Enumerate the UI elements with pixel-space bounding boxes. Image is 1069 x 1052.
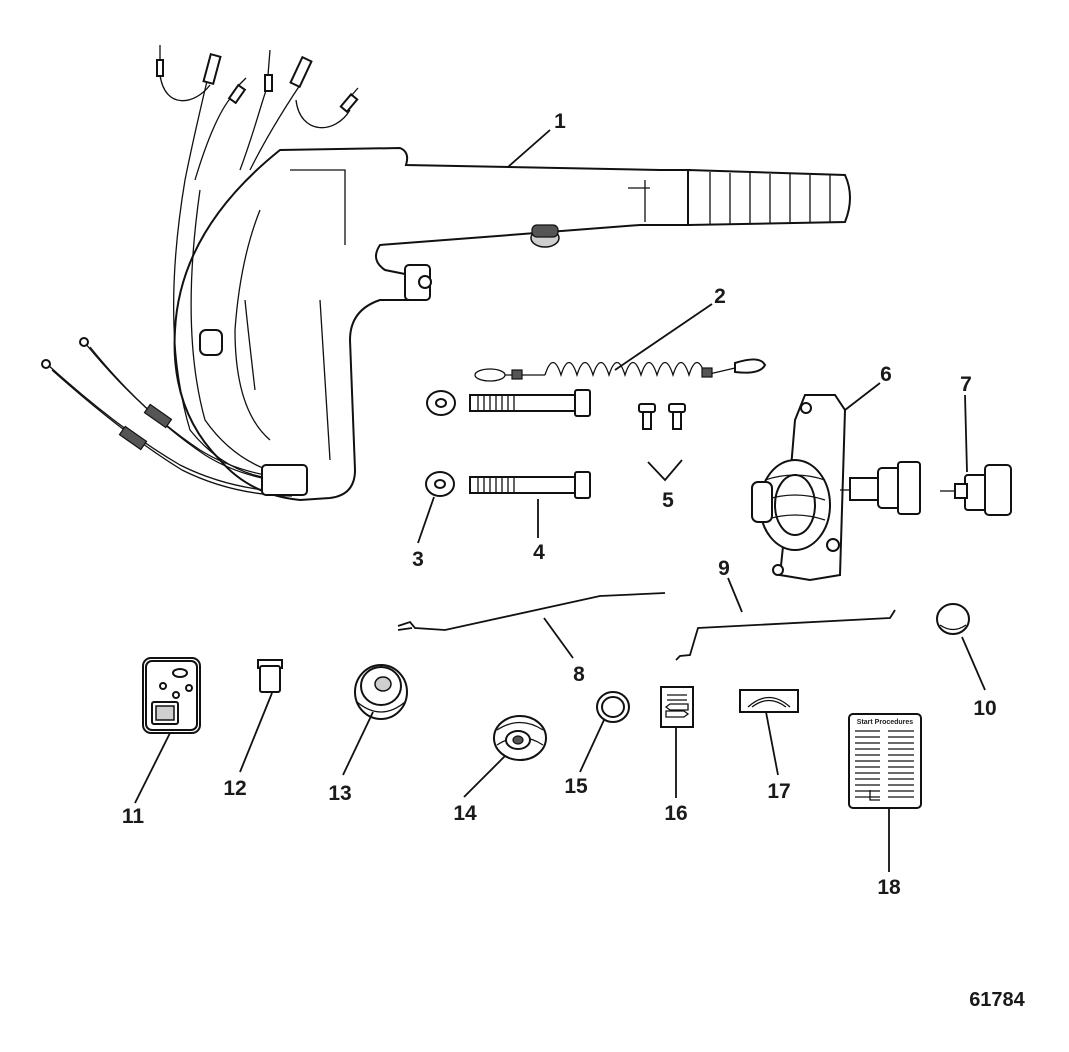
callout-5: 5 [662,489,674,512]
screws [638,403,686,482]
plug-12 [257,659,283,693]
callout-11: 11 [122,805,145,828]
callout-8: 8 [573,663,585,686]
switch-bracket [751,394,921,582]
card-title: Start Procedures [857,719,914,726]
callout-3: 3 [412,548,424,571]
callout-1: 1 [554,110,566,133]
callout-7: 7 [960,373,972,396]
bolts [469,389,591,499]
callout-13: 13 [328,782,351,805]
leader-lines [134,129,986,872]
callout-12: 12 [223,777,246,800]
callout-4: 4 [533,541,545,564]
link-rod-8 [397,592,666,631]
callout-16: 16 [664,802,687,825]
callout-17: 17 [767,780,790,803]
callout-6: 6 [880,363,892,386]
decal-16 [660,686,694,728]
link-rod-9 [675,609,896,661]
o-ring [596,691,630,723]
decal-17 [739,689,799,713]
knob [354,664,408,720]
lanyard [474,358,767,382]
callout-2: 2 [714,285,726,308]
callout-10: 10 [973,697,996,720]
start-procedure-card: Start Procedures [848,713,922,809]
grommet [493,715,547,761]
callout-9: 9 [718,557,730,580]
switch-panel [142,657,201,734]
tiller-handle-assembly [41,45,851,502]
ignition-switch [940,464,1012,516]
callout-18: 18 [877,876,901,899]
callout-14: 14 [453,802,477,825]
callout-labels: 1 2 3 4 5 6 7 8 9 10 11 12 13 14 15 16 1… [122,110,1026,1011]
cap [936,603,970,635]
callout-15: 15 [564,775,588,798]
washers [425,390,456,497]
figure-id: 61784 [969,989,1025,1011]
